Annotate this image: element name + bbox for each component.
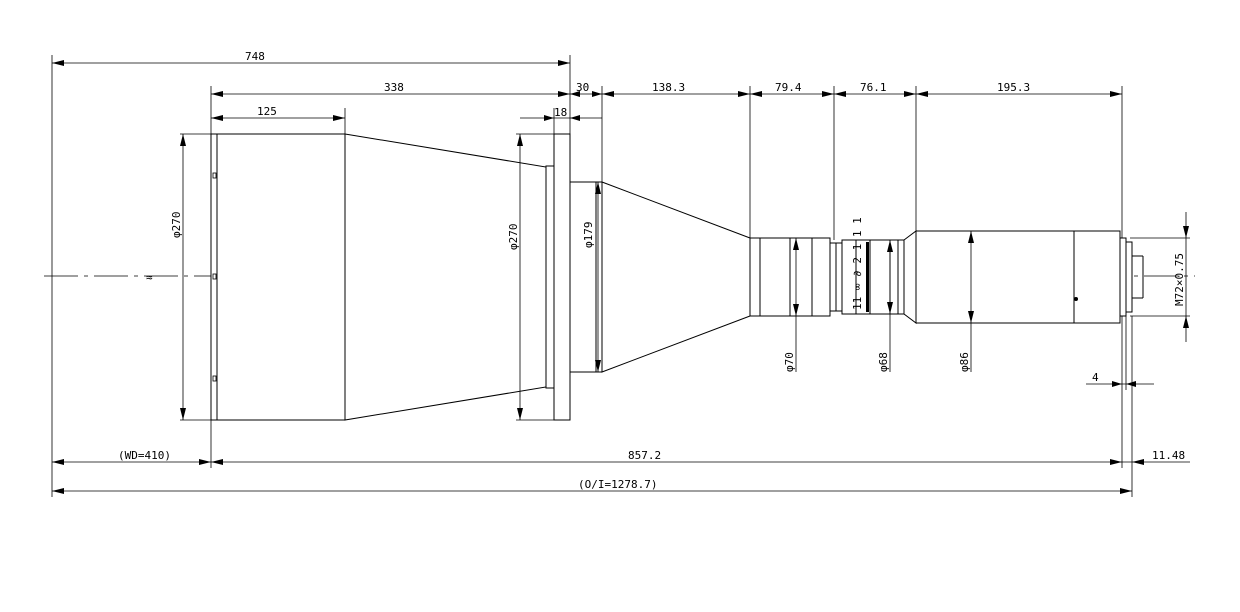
dim-phi68: φ68 (877, 352, 890, 372)
aperture-scale-marks: 11 ∞ ∂ 2 1 1 1 (851, 217, 864, 310)
dim-748: 748 (245, 50, 265, 63)
diameter-dimensions: φ270 φ270 φ179 φ70 φ68 φ86 M72×0.75 (170, 133, 1189, 421)
dim-138-3: 138.3 (652, 81, 685, 94)
extension-lines (51, 55, 1190, 497)
dim-phi70: φ70 (783, 352, 796, 372)
dim-79-4: 79.4 (775, 81, 802, 94)
dim-phi270-flange: φ270 (507, 224, 520, 251)
top-dimensions: 748 338 125 30 18 138.3 79.4 (52, 50, 1122, 121)
dim-working-distance: (WD=410) (118, 449, 171, 462)
dim-30: 30 (576, 81, 589, 94)
dim-phi270-front: φ270 (170, 212, 183, 239)
dim-back-focus: 11.48 (1152, 449, 1185, 462)
dim-phi179: φ179 (582, 222, 595, 249)
dim-thread-m72: M72×0.75 (1173, 253, 1186, 306)
dim-4: 4 (1092, 371, 1099, 384)
lens-body-outline: 11 ∞ ∂ 2 1 1 1 (210, 133, 1144, 421)
dim-object-to-image: (O/I=1278.7) (578, 478, 657, 491)
dim-76-1: 76.1 (860, 81, 887, 94)
dim-18: 18 (554, 106, 567, 119)
dim-phi86: φ86 (958, 352, 971, 372)
dim-125: 125 (257, 105, 277, 118)
dim-338: 338 (384, 81, 404, 94)
dim-lens-length: 857.2 (628, 449, 661, 462)
bottom-dimensions: (WD=410) 857.2 11.48 (O/I=1278.7) 4 (52, 371, 1190, 494)
dim-195-3: 195.3 (997, 81, 1030, 94)
axis-break-symbol: ≈ (146, 271, 153, 284)
